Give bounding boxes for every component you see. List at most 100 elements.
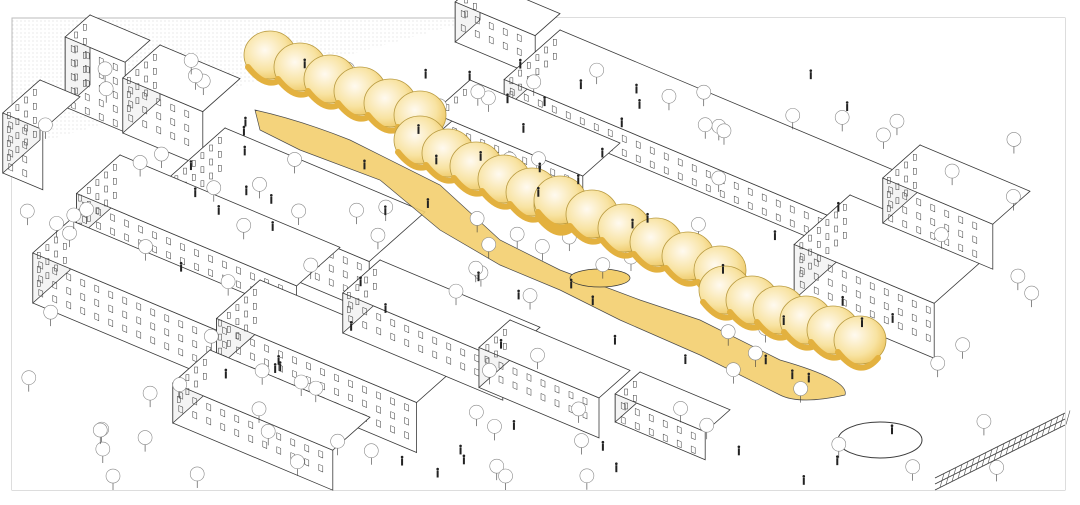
window	[535, 54, 540, 61]
rail-sleeper	[1059, 413, 1065, 428]
window	[126, 105, 131, 112]
window	[113, 164, 117, 171]
window	[799, 242, 804, 250]
person-figure	[359, 279, 362, 287]
window	[63, 257, 67, 264]
window	[250, 272, 255, 281]
window	[98, 112, 104, 122]
tree-canopy	[79, 202, 94, 217]
rail-sleeper	[993, 446, 999, 461]
window	[535, 68, 540, 75]
window	[218, 137, 222, 144]
window	[503, 329, 507, 336]
window	[235, 332, 240, 339]
tree	[720, 324, 736, 346]
window	[278, 350, 283, 359]
window	[925, 333, 931, 342]
person-figure	[512, 422, 515, 430]
window	[635, 140, 641, 149]
window	[122, 310, 128, 319]
window	[128, 86, 134, 95]
window	[104, 171, 108, 179]
window	[112, 118, 118, 128]
tree-canopy	[696, 84, 712, 100]
tree-canopy	[530, 347, 545, 363]
window	[916, 211, 922, 221]
building-far-right	[882, 144, 1031, 270]
tree	[498, 468, 513, 491]
person-head	[569, 278, 573, 282]
window	[362, 307, 368, 316]
window	[843, 204, 847, 211]
tree-canopy	[260, 424, 276, 439]
tree-canopy	[92, 422, 108, 438]
building-upper-left	[122, 44, 241, 168]
tree	[254, 363, 270, 385]
window	[113, 178, 117, 185]
window	[122, 324, 128, 333]
window	[813, 258, 819, 267]
person-figure	[782, 317, 785, 325]
tree	[66, 207, 82, 229]
window	[911, 299, 917, 309]
window	[220, 422, 226, 432]
window	[373, 283, 377, 290]
window	[74, 45, 78, 53]
tree	[43, 304, 58, 327]
window	[328, 264, 334, 273]
window	[15, 146, 20, 153]
window	[825, 219, 830, 226]
tree	[252, 177, 267, 199]
person-head	[179, 261, 183, 265]
window	[649, 146, 655, 155]
window	[334, 387, 339, 397]
tree-canopy	[287, 152, 302, 167]
window	[38, 275, 44, 284]
tree-canopy	[989, 460, 1004, 475]
window	[376, 405, 381, 414]
window	[200, 166, 205, 173]
person-figure	[217, 207, 220, 215]
rail-line	[934, 412, 1066, 479]
window	[66, 272, 72, 282]
person-figure	[591, 298, 594, 306]
window	[178, 347, 184, 357]
window	[418, 344, 424, 353]
tree	[976, 414, 992, 436]
window	[869, 282, 875, 291]
window	[897, 321, 903, 331]
window	[843, 232, 847, 239]
window	[208, 268, 213, 277]
person-head	[522, 122, 525, 126]
tree	[448, 283, 464, 306]
window	[916, 197, 922, 207]
rail-sleeper	[951, 467, 957, 482]
person-head	[243, 145, 247, 149]
window	[192, 411, 198, 420]
window	[855, 276, 861, 285]
window	[913, 168, 917, 175]
window	[537, 99, 543, 108]
person-head	[468, 70, 471, 74]
window	[136, 330, 142, 339]
window	[112, 62, 118, 72]
window	[348, 301, 354, 310]
window	[83, 80, 87, 87]
tree	[522, 288, 538, 310]
tree	[469, 404, 484, 427]
person-figure	[271, 223, 274, 231]
tree	[589, 62, 605, 85]
tree	[785, 108, 801, 130]
tree-canopy	[142, 385, 158, 401]
window	[620, 416, 626, 425]
window	[883, 287, 889, 297]
window	[464, 0, 468, 4]
person-head	[807, 372, 811, 376]
window	[554, 385, 560, 394]
window	[634, 408, 640, 417]
window	[54, 250, 58, 258]
tree-canopy	[571, 401, 586, 417]
tree	[330, 433, 345, 456]
window	[83, 52, 87, 59]
window	[705, 183, 711, 193]
